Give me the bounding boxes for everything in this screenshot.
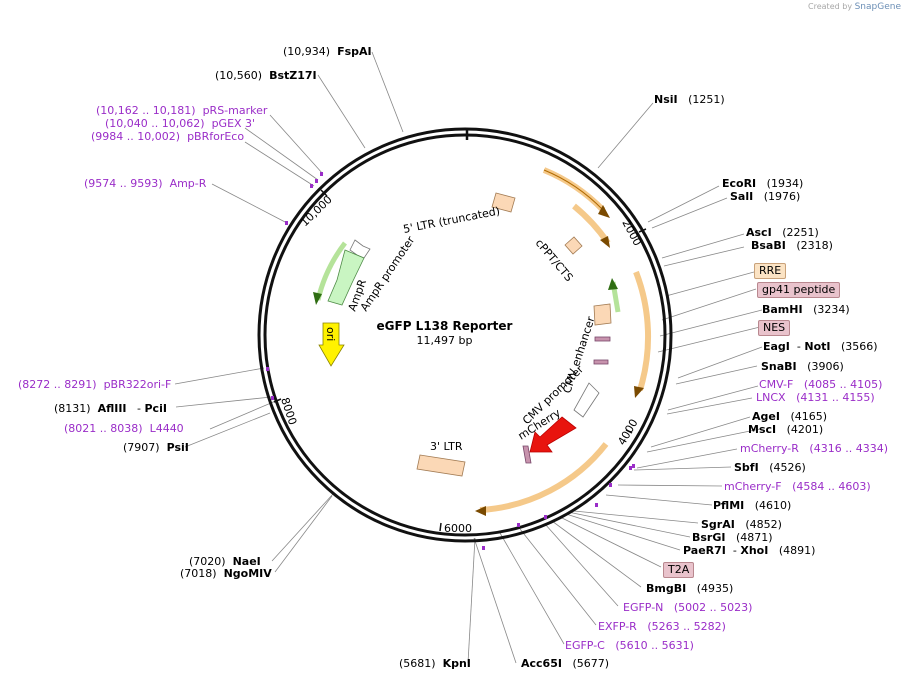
enzyme-label-paer7i-xhoi[interactable]: PaeR7I - XhoI (4891) — [683, 544, 816, 557]
ori-label: ori — [324, 327, 337, 341]
enzyme-label-eagi-noti[interactable]: EagI - NotI (3566) — [763, 340, 878, 353]
snapgene-logo: SnapGene — [854, 2, 901, 12]
cmv-enhancer-feature — [573, 382, 600, 418]
ltr3-label: 3' LTR — [430, 440, 463, 453]
feature-arc-cmv — [633, 270, 652, 391]
enzyme-label-kpni[interactable]: (5681) KpnI — [399, 657, 471, 670]
orange-feature-arcs — [475, 167, 652, 516]
enzyme-label-bsrgi[interactable]: BsrGI (4871) — [692, 531, 773, 544]
ori-feature — [318, 322, 345, 367]
primer-label-pgex3[interactable]: (10,040 .. 10,062) pGEX 3' — [105, 117, 256, 130]
ltr3-feature — [416, 454, 466, 477]
enzyme-label-sbfi[interactable]: SbfI (4526) — [734, 461, 806, 474]
primer-label-mcherry-f[interactable]: mCherry-F (4584 .. 4603) — [724, 480, 871, 493]
primer-marks — [266, 172, 635, 550]
enzyme-label-acc65i[interactable]: Acc65I (5677) — [521, 657, 610, 670]
leader-lines — [174, 51, 763, 664]
green-arrows — [313, 241, 621, 313]
enzyme-label-snabi[interactable]: SnaBI (3906) — [761, 360, 844, 373]
tick-label-6000: 6000 — [444, 522, 472, 535]
primer-label-l4440[interactable]: (8021 .. 8038) L4440 — [64, 422, 184, 435]
enzyme-label-psii[interactable]: (7907) PsiI — [123, 441, 189, 454]
primer-label-cmv-f[interactable]: CMV-F (4085 .. 4105) — [759, 378, 883, 391]
ltr5-label: 5' LTR (truncated) — [402, 204, 501, 236]
primer-label-exfp-r[interactable]: EXFP-R (5263 .. 5282) — [598, 620, 726, 633]
enzyme-label-nsii[interactable]: NsiI (1251) — [654, 93, 725, 106]
feature-label-gp41[interactable]: gp41 peptide — [757, 282, 841, 298]
tick-label-2000: 2000 — [619, 217, 644, 248]
enzyme-label-pflmi[interactable]: PflMI (4610) — [713, 499, 792, 512]
plasmid-name: eGFP L138 Reporter — [376, 319, 513, 333]
enzyme-label-sgrai[interactable]: SgrAI (4852) — [701, 518, 782, 531]
enzyme-label-msci[interactable]: MscI (4201) — [748, 423, 824, 436]
feature-label-rre[interactable]: RRE — [754, 263, 787, 279]
ampr-feature — [327, 249, 365, 306]
rre-inner-feature — [593, 303, 612, 326]
ampr-promoter-label: AmpR promoter — [358, 234, 418, 314]
enzyme-label-naei[interactable]: (7020) NaeI — [189, 555, 261, 568]
enzyme-label-bsabi[interactable]: BsaBI (2318) — [751, 239, 833, 252]
enzyme-label-ecori[interactable]: EcoRI (1934) — [722, 177, 804, 190]
primer-label-pbr322ori-f[interactable]: (8272 .. 8291) pBR322ori-F — [18, 378, 172, 391]
enzyme-label-ngomiv[interactable]: (7018) NgoMIV — [180, 567, 272, 580]
backbone-ring — [257, 127, 673, 543]
feature-label-t2a[interactable]: T2A — [663, 562, 695, 578]
tick-label-4000: 4000 — [615, 417, 640, 448]
primer-label-egfp-c[interactable]: EGFP-C (5610 .. 5631) — [565, 639, 694, 652]
primer-label-prs-marker[interactable]: (10,162 .. 10,181) pRS-marker — [96, 104, 268, 117]
ltr5-feature — [491, 192, 516, 213]
cppt-feature — [564, 236, 583, 255]
watermark-prefix: Created by — [808, 2, 853, 11]
enzyme-label-bmgbi[interactable]: BmgBI (4935) — [646, 582, 734, 595]
enzyme-label-bamhi[interactable]: BamHI (3234) — [762, 303, 850, 316]
inner-features: ori — [318, 192, 612, 477]
feature-arc-egfp — [479, 442, 609, 513]
ring-ticks — [273, 189, 647, 532]
enzyme-label-bstz17i[interactable]: (10,560) BstZ17I — [215, 69, 317, 82]
mcherry-feature — [529, 416, 577, 453]
enzyme-label-agei[interactable]: AgeI (4165) — [752, 410, 828, 423]
enzyme-label-asci[interactable]: AscI (2251) — [746, 226, 819, 239]
enzyme-label-sali[interactable]: SalI (1976) — [730, 190, 801, 203]
primer-label-egfp-n[interactable]: EGFP-N (5002 .. 5023) — [623, 601, 753, 614]
primer-label-lncx[interactable]: LNCX (4131 .. 4155) — [756, 391, 875, 404]
primer-label-mcherry-r[interactable]: mCherry-R (4316 .. 4334) — [740, 442, 888, 455]
watermark: Created by SnapGene — [808, 2, 901, 12]
enzyme-label-afliii-pcii[interactable]: (8131) AflIII - PciI — [54, 402, 167, 415]
primer-label-pbrforeco[interactable]: (9984 .. 10,002) pBRforEco — [91, 130, 245, 143]
feature-label-nes[interactable]: NES — [758, 320, 791, 336]
enzyme-label-fspai[interactable]: (10,934) FspAI — [283, 45, 372, 58]
primer-label-amp-r[interactable]: (9574 .. 9593) Amp-R — [84, 177, 207, 190]
plasmid-length: 11,497 bp — [416, 334, 473, 347]
tick-label-10000: 10,000 — [298, 193, 335, 229]
